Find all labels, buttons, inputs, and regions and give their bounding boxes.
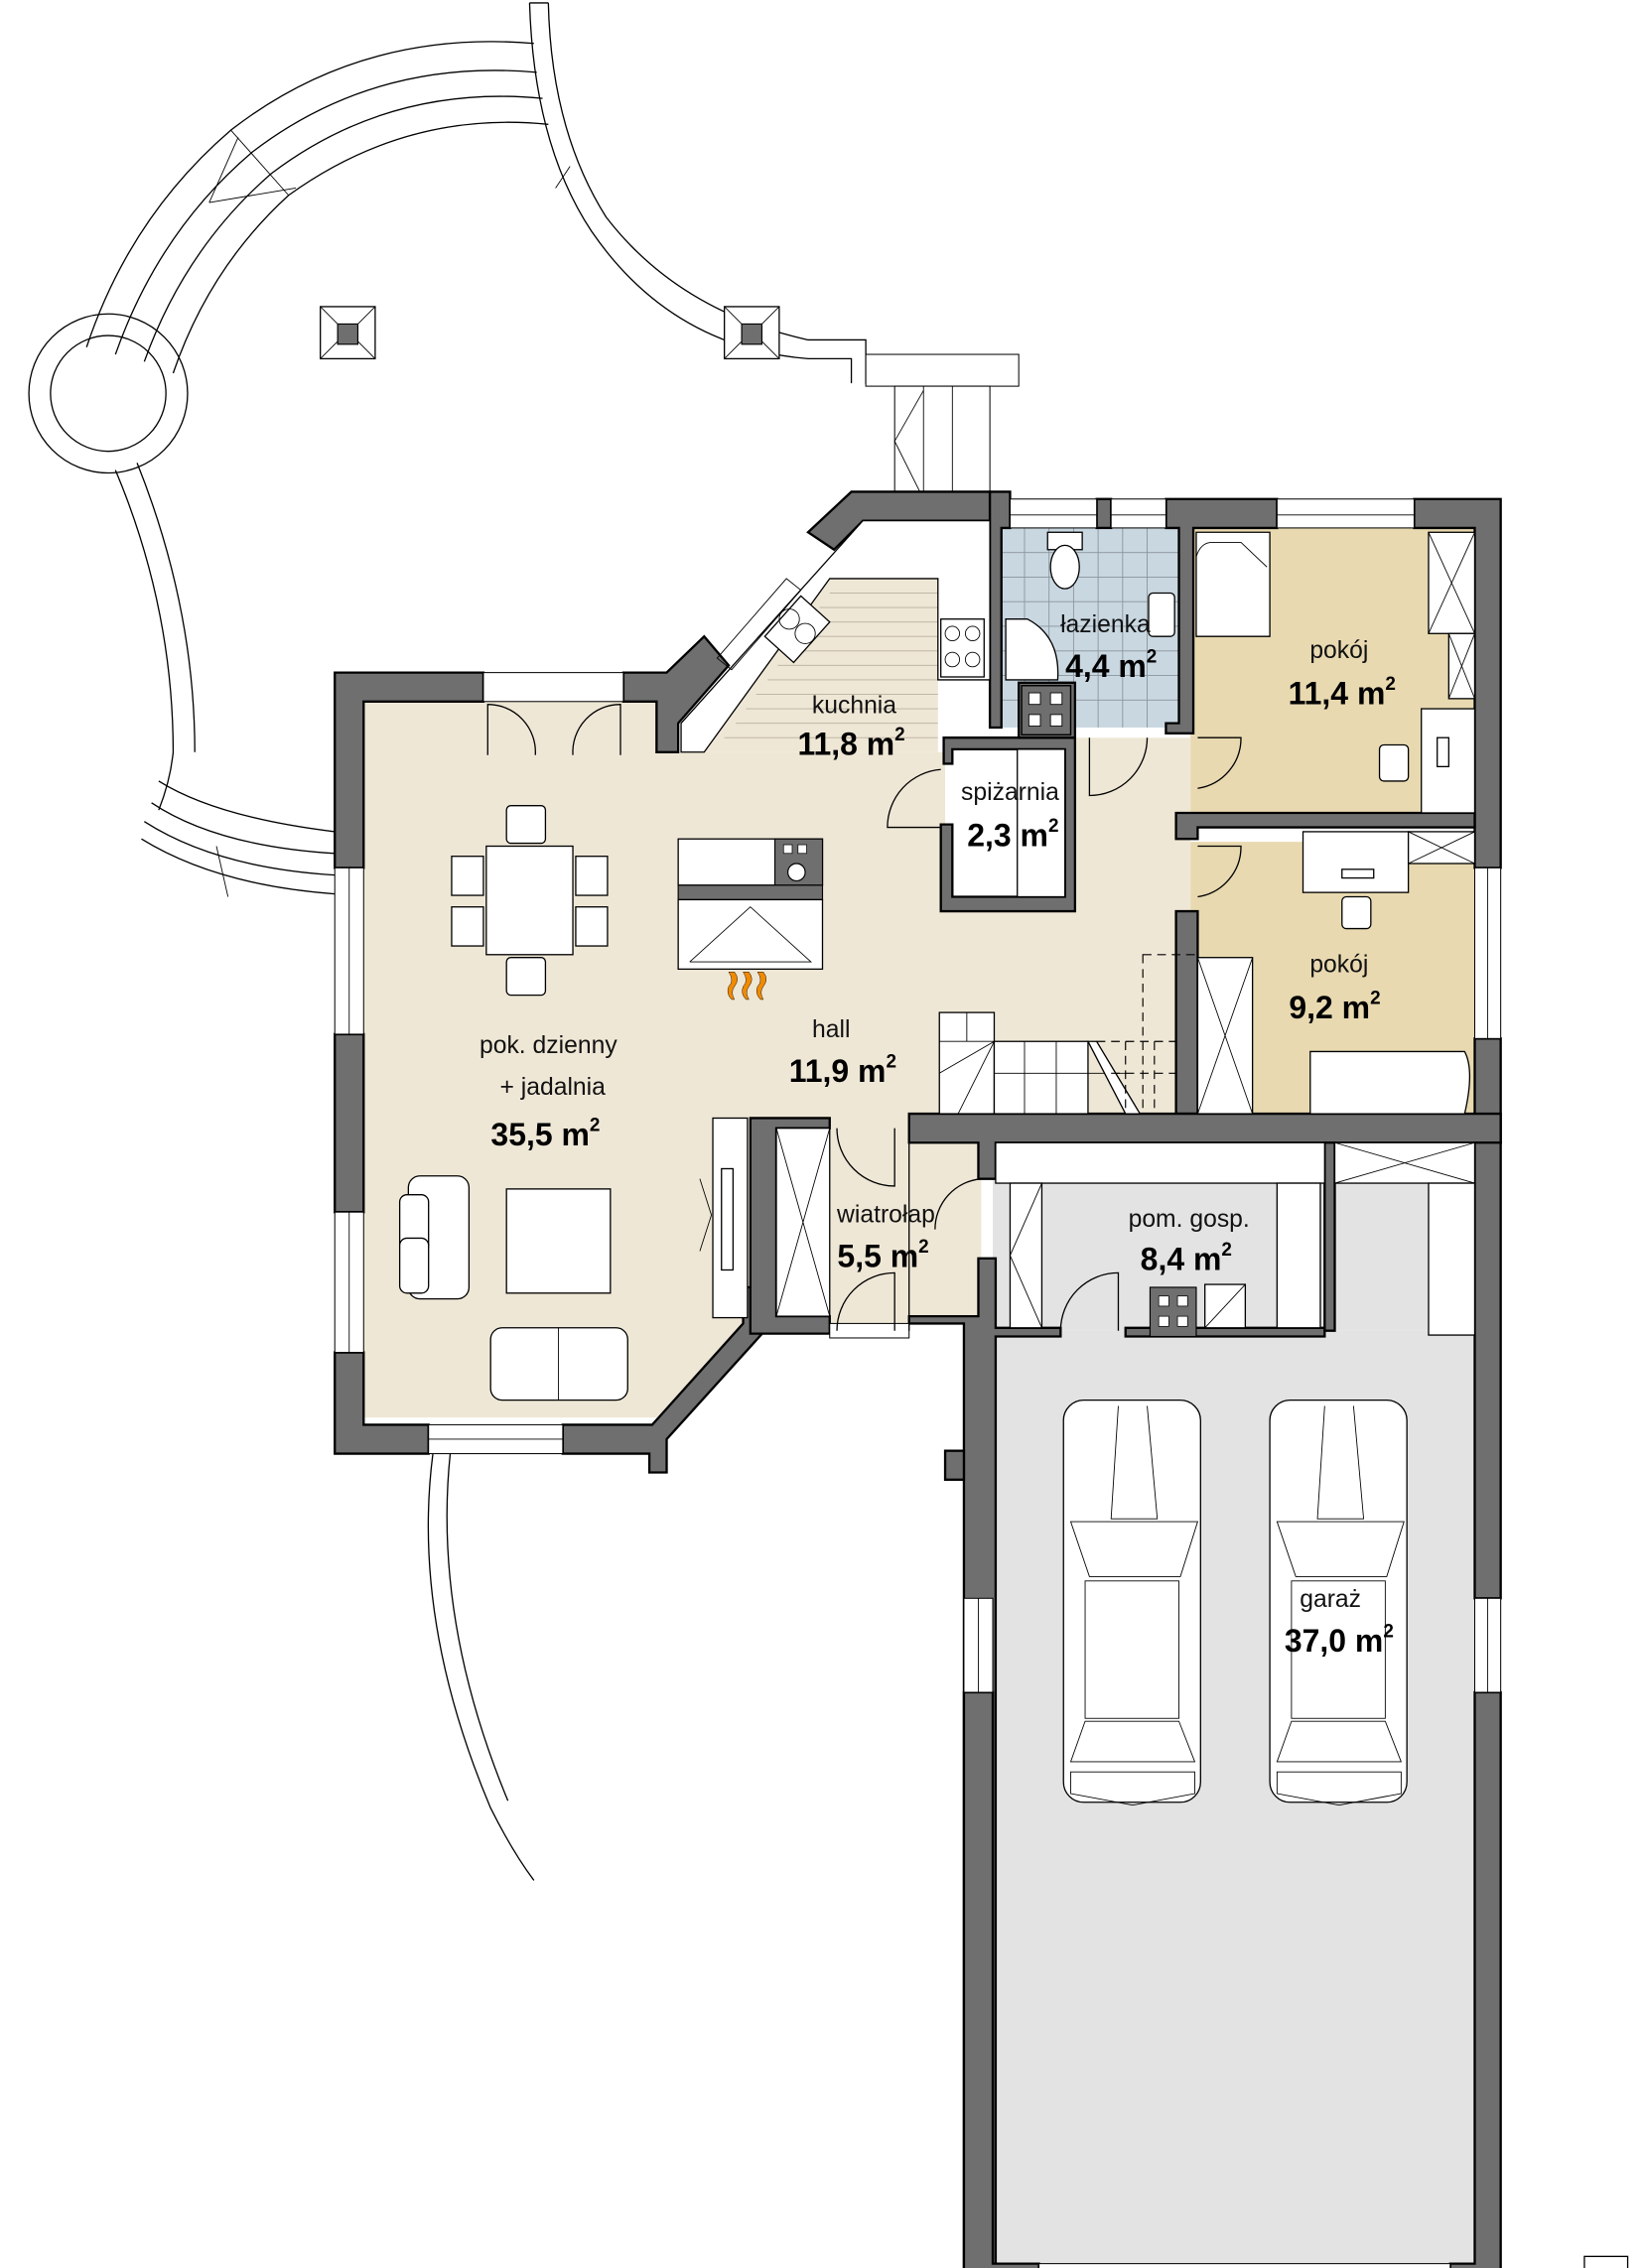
room-name-living-2: + jadalnia [499,1074,606,1101]
chimney-icon [1149,1286,1197,1338]
utility-fixtures [995,1141,1476,1338]
svg-text:37,0 m2: 37,0 m2 [1285,1622,1394,1660]
bedroom2-furniture [1302,831,1476,1115]
vestibule-wardrobe [775,1128,831,1317]
doors [486,704,1242,1331]
sofa-set [398,1117,749,1401]
room-area-vestibule: 5,5 m [837,1239,918,1274]
room-name-bedroom1: pokój [1309,637,1368,664]
room-name-living: pok. dzienny [480,1032,617,1059]
room-name-bathroom: łazienka [1060,611,1151,638]
svg-text:5,5 m2: 5,5 m2 [837,1237,928,1274]
svg-text:4,4 m2: 4,4 m2 [1065,646,1157,684]
staircase [938,1011,1176,1115]
washbasin-icon [1148,592,1175,637]
sink-icon [763,595,831,664]
svg-text:11,4 m2: 11,4 m2 [1289,674,1396,712]
room-area-garage: 37,0 m [1285,1623,1383,1659]
pantry-shelves [1017,748,1066,898]
terrace-top [28,2,1020,897]
room-name-hall: hall [812,1016,850,1043]
svg-text:2,3 m2: 2,3 m2 [967,816,1058,854]
terrace-bottom [427,1453,1629,2268]
bathroom-fixtures [1005,531,1175,681]
svg-text:35,5 m2: 35,5 m2 [490,1116,600,1153]
svg-text:11,9 m2: 11,9 m2 [789,1051,896,1089]
room-area-bathroom: 4,4 m [1065,648,1147,684]
room-area-hall: 11,9 m [789,1053,887,1089]
room-area-pantry: 2,3 m [967,817,1048,853]
room-name-kitchen: kuchnia [812,692,896,719]
car-icon [1269,1399,1408,1806]
room-name-utility: pom. gosp. [1129,1206,1250,1233]
fireplace-icon [677,898,824,971]
toilet-icon [1049,544,1080,590]
svg-text:8,4 m2: 8,4 m2 [1141,1240,1232,1277]
dining-set [451,805,609,997]
room-area-utility: 8,4 m [1141,1241,1222,1276]
kitchen-counter [680,519,991,753]
room-area-bedroom2: 9,2 m [1289,990,1370,1025]
hall-furniture [677,838,1254,1115]
svg-text:9,2 m2: 9,2 m2 [1289,988,1380,1025]
chimney-icon [1021,685,1072,736]
room-name-vestibule: wiatrołap [836,1201,935,1228]
room-area-kitchen: 11,8 m [797,727,894,762]
car-icon [1062,1399,1201,1806]
windows [334,498,1502,2268]
room-area-bedroom1: 11,4 m [1289,676,1386,712]
room-name-garage: garaż [1300,1586,1361,1613]
room-name-pantry: spiżarnia [961,779,1059,806]
bedroom1-furniture [1195,531,1476,814]
walls [334,490,1502,2268]
shower-icon [1005,618,1059,681]
svg-text:11,8 m2: 11,8 m2 [797,725,904,762]
room-name-bedroom2: pokój [1309,951,1368,978]
fire-icon [727,972,767,1001]
kitchen-floor-stripes [724,593,938,738]
room-labels: pok. dzienny + jadalnia 35,5 m2 kuchnia … [480,611,1396,1659]
room-area-living: 35,5 m [490,1117,589,1152]
